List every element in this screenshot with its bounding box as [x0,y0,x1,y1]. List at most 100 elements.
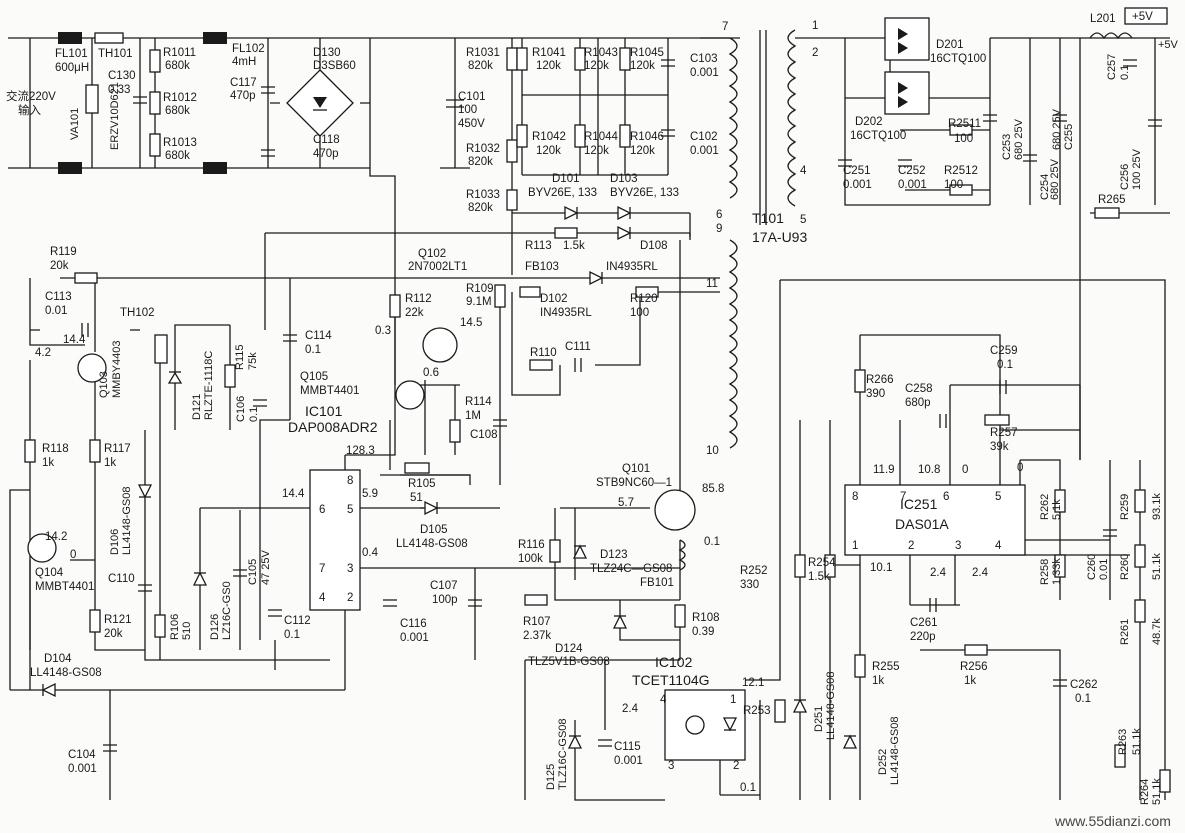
r254-label: R254 [808,557,836,569]
r257-symbol [984,414,1010,426]
r107-label: R107 [523,616,551,628]
t101-pin-7: 7 [722,21,728,33]
r266-symbol [854,369,866,393]
c102-label: C102 [690,131,718,143]
c101-label: C101 [458,91,486,103]
th102-label: TH102 [120,307,155,319]
input-ac-label: 交流220V [6,89,56,103]
d104-label: D104 [44,653,72,665]
c115-label: C115 [614,741,641,753]
voltage-2-4c: 2.4 [972,567,989,579]
d104-diode [41,682,56,698]
r115-label: R115 [234,345,246,370]
c118-label: C118 [313,134,340,146]
r110-label: R110 [530,347,557,359]
r2511-label: R2511 [948,118,981,130]
c101-value-1: 100 [458,104,477,116]
r254-symbol [824,554,836,578]
q104-value: MMBT4401 [35,581,94,593]
ic101-pin-2: 2 [347,592,353,604]
voltage-0: 0 [70,549,76,561]
d106-value: LL4148-GS08 [121,487,133,556]
r255-symbol [854,654,866,678]
d102-diode [589,270,604,286]
d105-label: D105 [420,524,448,536]
r114-value: 1M [465,410,481,422]
r112-symbol [389,294,401,318]
r112-label: R112 [405,293,432,305]
r116-label: R116 [518,539,545,551]
d123-value: TLZ24C—GS08 [590,563,672,575]
voltage-10-8: 10.8 [918,464,940,476]
r119-value: 20k [50,260,69,272]
r2512-value: 100 [944,179,963,191]
d130-value: D3SB60 [313,60,356,72]
c112-symbol [268,609,282,617]
r1045-value: 120k [630,60,655,72]
c110-symbol [138,584,152,592]
voltage-85-8: 85.8 [702,483,724,495]
c261-label: C261 [910,617,938,629]
ic101-package [309,469,361,611]
c112-label: C112 [284,615,311,627]
c256-label: C256 [1119,164,1131,190]
c115-symbol [598,739,612,747]
voltage-5-9: 5.9 [362,488,378,500]
c113-symbol [81,323,89,337]
r1031-value: 820k [468,60,493,72]
q104-symbol [27,533,57,563]
r264-symbol [1159,769,1171,793]
c117-label: C117 [230,77,257,89]
q101-value: STB9NC60—1 [596,477,672,489]
r255-value: 1k [872,675,884,687]
r107-value: 2.37k [523,630,551,642]
r252-symbol [794,554,806,578]
r1042-label: R1042 [532,131,566,143]
ic101-label: IC101 [305,403,343,419]
d101-label: D101 [552,173,580,185]
fb103-label: FB103 [525,261,559,273]
q103-label: Q103 [98,371,110,398]
c130-symbol [133,96,147,104]
c130-label: C130 [108,70,136,82]
voltage-0a: 0 [962,464,968,476]
d123-label: D123 [600,549,628,561]
r1042-symbol [516,124,528,148]
d121-zener [167,371,183,384]
voltage-2-4a: 2.4 [622,703,639,715]
fb101-label: FB101 [640,577,674,589]
r106-symbol [154,614,166,638]
r2511-value: 100 [954,133,973,145]
r259-value: 93.1k [1151,493,1163,520]
r105-value: 51 [410,492,423,504]
r108-symbol [674,604,686,628]
t101-pin-1: 1 [812,20,818,32]
voltage-12-1: 12.1 [742,677,764,689]
c111-label: C111 [565,341,591,353]
r252-value: 330 [740,579,759,591]
fl102-block-bottom [203,162,227,174]
c254-label: C254 [1039,174,1051,200]
r105-label: R105 [408,478,436,490]
c260-value: 0.01 [1098,559,1110,580]
t101-pin-6: 6 [716,209,722,221]
d124-label: D124 [555,643,583,655]
r113-symbol [554,227,578,239]
ic251-pin-1: 1 [852,540,858,552]
voltage-0-3: 0.3 [375,325,391,337]
d251-diode [792,698,808,713]
r1043-symbol [574,47,586,71]
r1043-label: R1043 [584,47,618,59]
r263-label: R263 [1117,729,1129,755]
ic101-pin-5: 5 [347,504,353,516]
va101-symbol [85,84,99,114]
r1013-symbol [149,133,161,157]
c115-value: 0.001 [614,755,643,767]
r266-value: 390 [866,388,885,400]
r106-value: 510 [181,622,193,640]
c104-label: C104 [68,749,96,761]
voltage-4-2: 4.2 [35,347,51,359]
ic251-package [844,484,1026,556]
c261-value: 220p [910,631,936,643]
